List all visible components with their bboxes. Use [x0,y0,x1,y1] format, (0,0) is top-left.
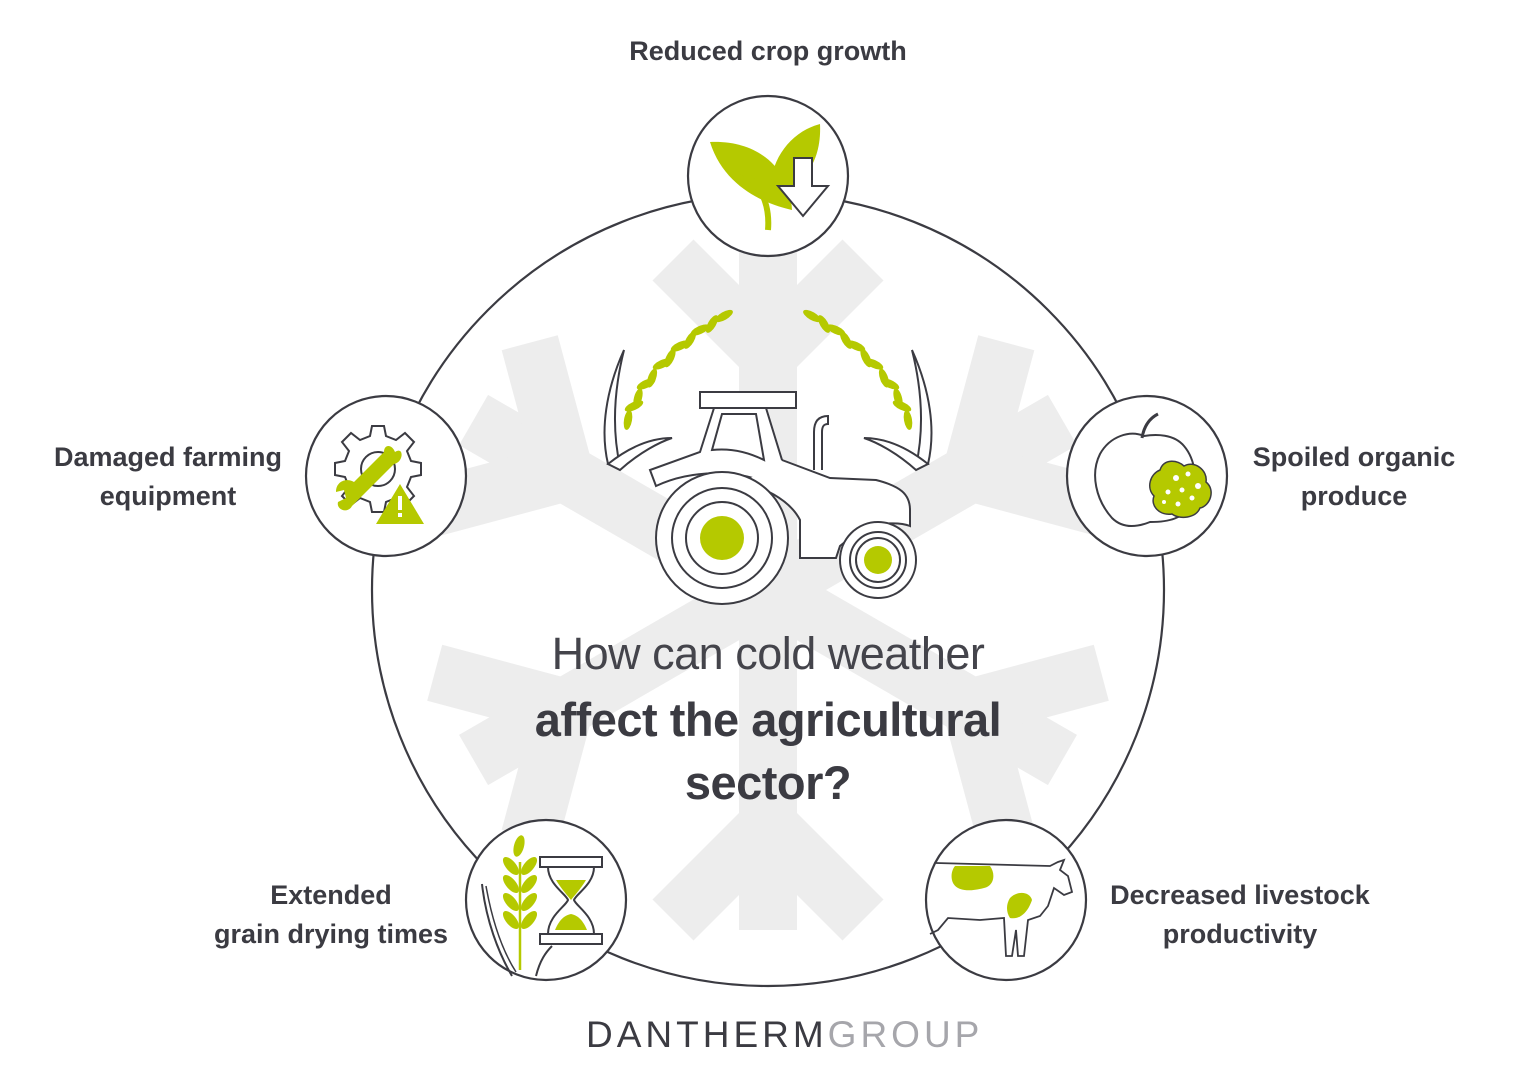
node-circle-livestock [924,818,1088,982]
label-spoiled-organic-produce: Spoiled organic produce [1234,438,1474,516]
node-circle-grain [464,818,628,982]
label-line: equipment [99,481,237,511]
label-line: Damaged farming [53,442,283,472]
label-line: productivity [1162,919,1318,949]
cow-icon [929,858,1074,957]
title-line-3: sector? [684,756,852,809]
gear-wrench-warning-icon [334,425,424,524]
tractor-wheat-wreath-icon [603,309,933,605]
label-line: Spoiled organic [1252,442,1456,472]
label-damaged-farming-equipment: Damaged farming equipment [28,438,308,516]
title-line-1: How can cold weather [551,628,985,679]
label-line: produce [1300,481,1408,511]
label-line: Extended [270,880,392,910]
logo-part-group: GROUP [827,1014,984,1055]
label-extended-grain-drying-times: Extended grain drying times [196,876,466,954]
moldy-apple-icon [1094,412,1212,527]
label-line: Decreased livestock [1110,880,1370,910]
label-decreased-livestock-productivity: Decreased livestock productivity [1090,876,1390,954]
dantherm-group-logo: DANTHERMGROUP [586,1014,983,1056]
label-line: grain drying times [213,919,449,949]
wheat-hourglass-icon [481,835,603,977]
label-reduced-crop-growth: Reduced crop growth [568,32,968,71]
label-line: Reduced crop growth [629,36,907,66]
logo-part-dantherm: DANTHERM [586,1014,828,1055]
title-line-2: affect the agricultural [534,693,1002,746]
leaf-down-arrow-icon [710,124,831,231]
